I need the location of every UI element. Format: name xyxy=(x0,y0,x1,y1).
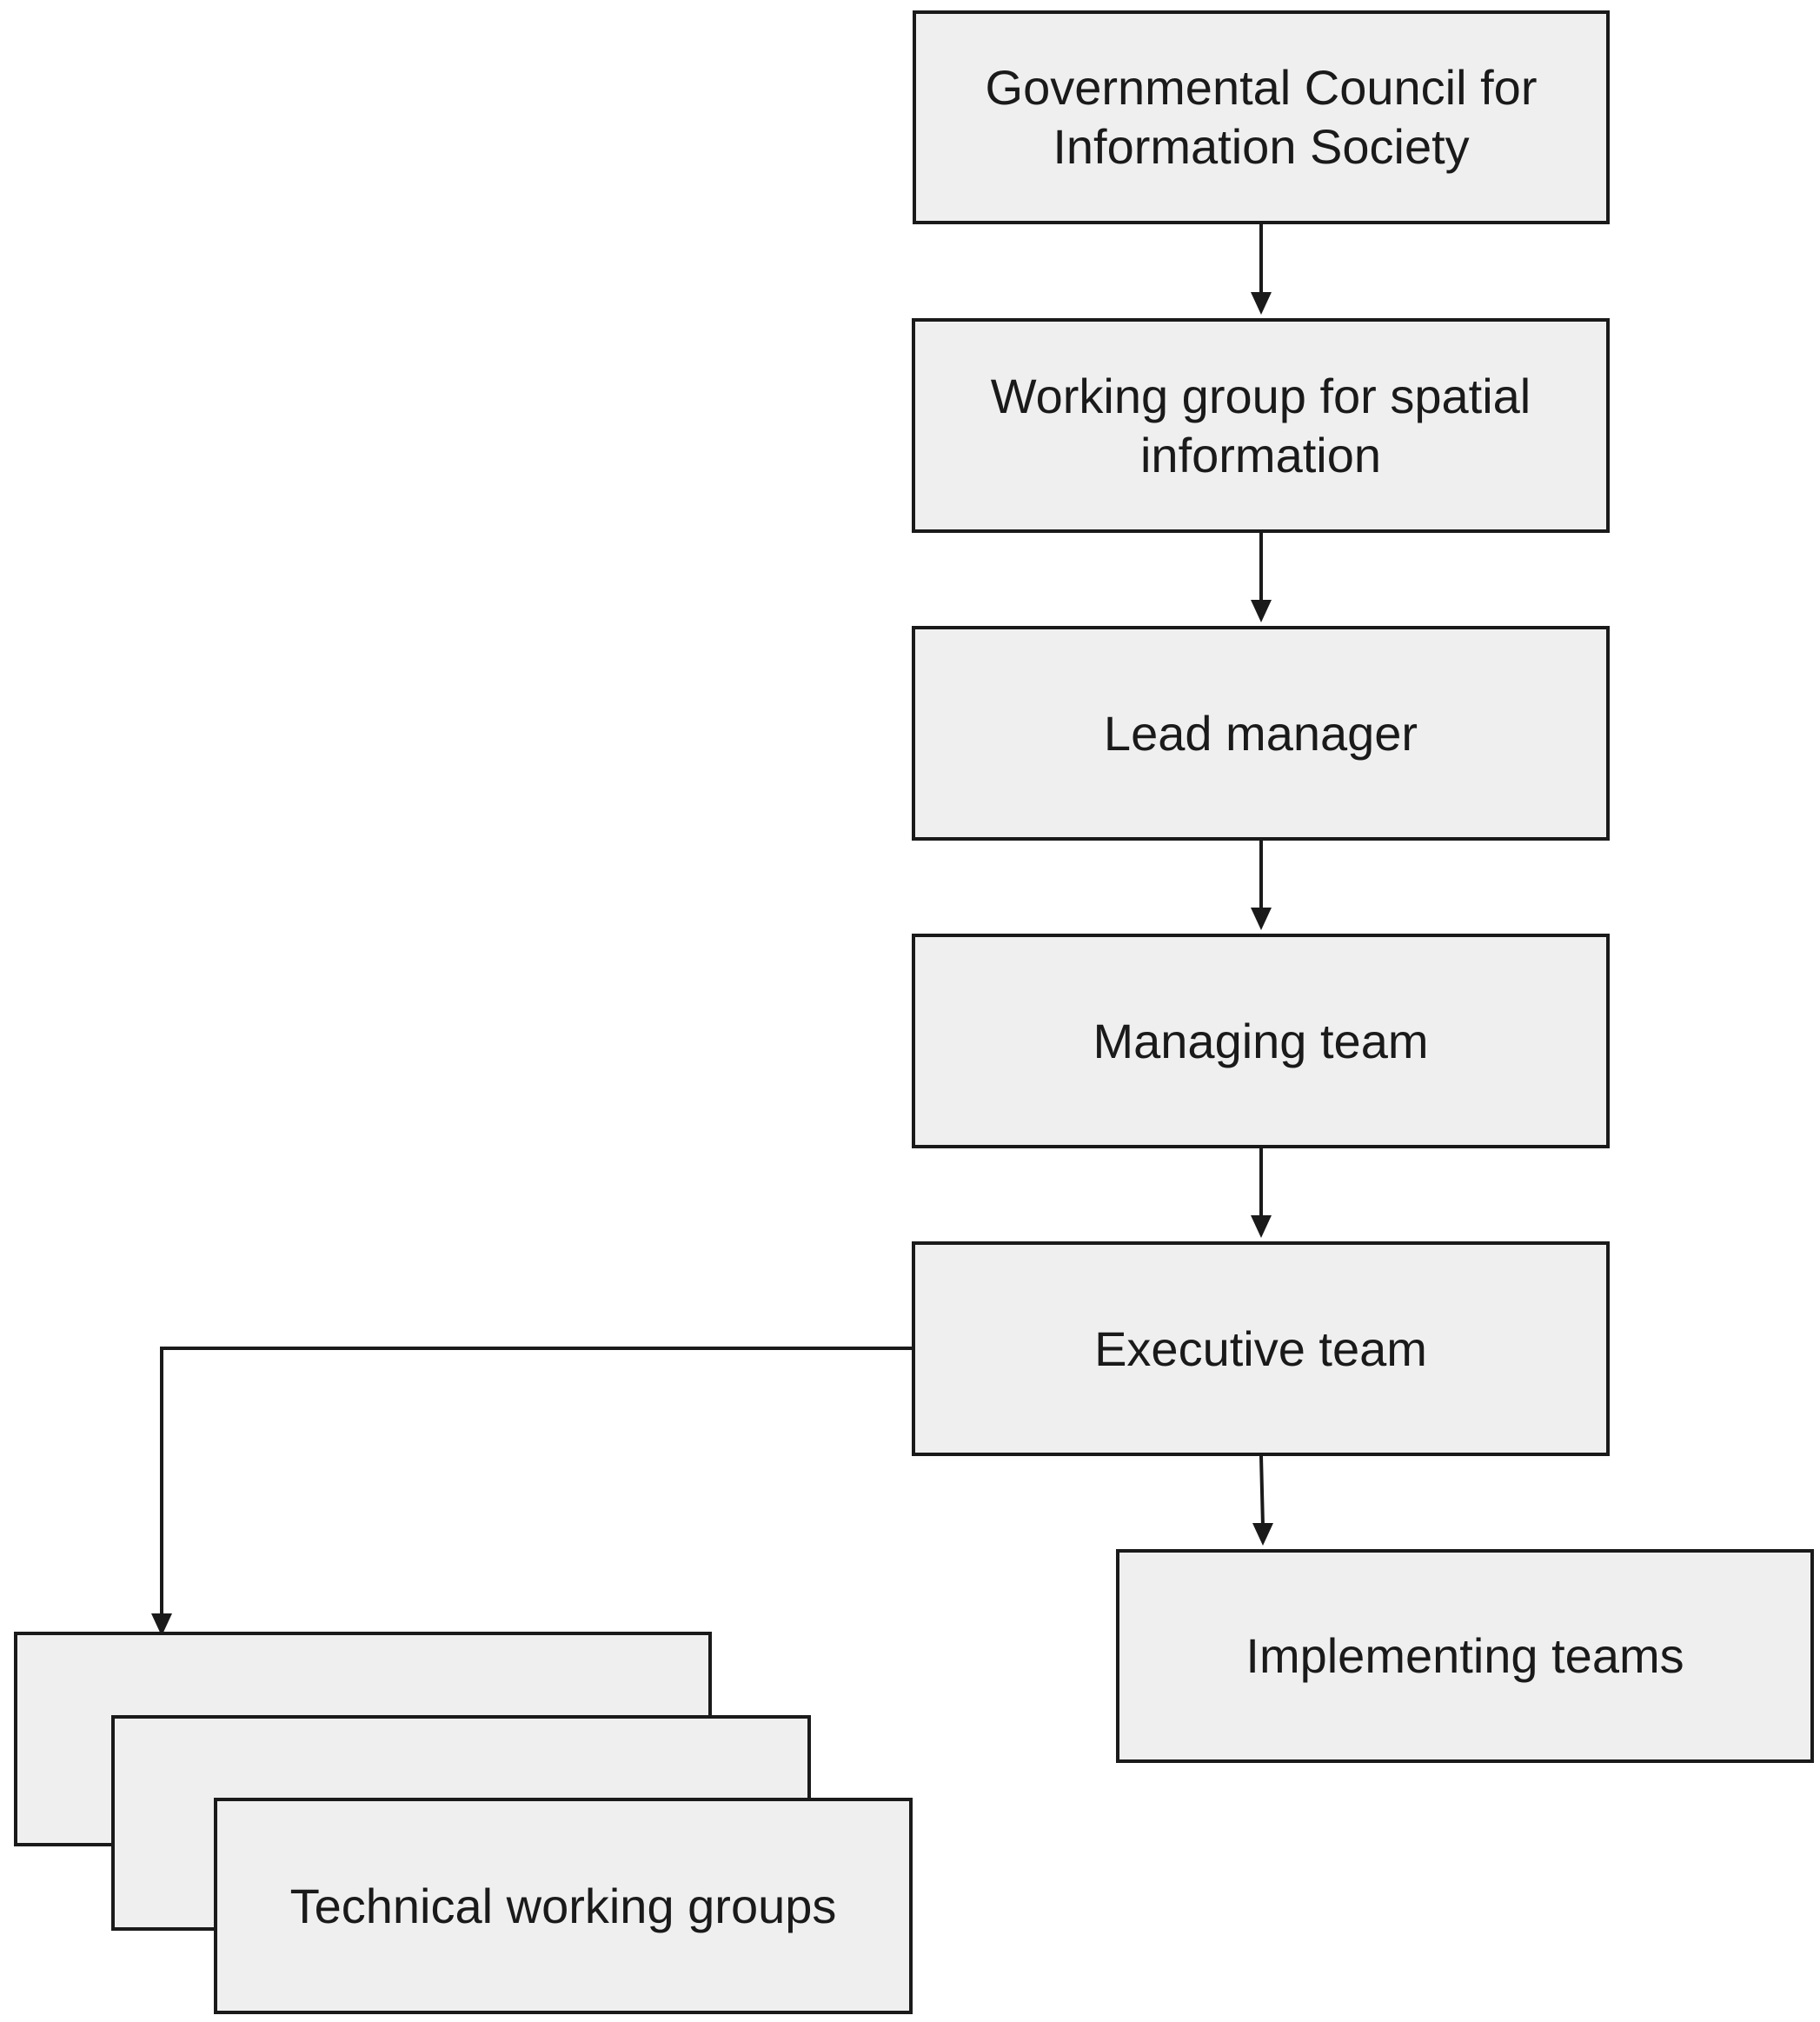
arrowhead-technical xyxy=(151,1613,172,1636)
node-technical-groups: Technical working groups xyxy=(214,1798,913,2014)
node-executive-team: Executive team xyxy=(912,1241,1610,1456)
node-implementing-teams-label: Implementing teams xyxy=(1245,1628,1684,1683)
node-working-group: Working group for spatial information xyxy=(912,318,1610,533)
node-executive-team-label: Executive team xyxy=(1094,1320,1427,1376)
node-implementing-teams: Implementing teams xyxy=(1116,1549,1814,1763)
node-technical-groups-label: Technical working groups xyxy=(289,1878,837,1933)
node-council-label: Governmental Council for Information Soc… xyxy=(985,60,1538,174)
node-lead-manager-label: Lead manager xyxy=(1103,705,1418,761)
arrowhead-working-group xyxy=(1251,292,1272,315)
node-council: Governmental Council for Information Soc… xyxy=(913,10,1610,224)
arrowhead-lead-manager xyxy=(1251,600,1272,622)
node-working-group-label: Working group for spatial information xyxy=(990,368,1531,482)
edge-executive-technical xyxy=(160,1347,912,1617)
node-managing-team: Managing team xyxy=(912,934,1610,1148)
edge-executive-implementing xyxy=(1259,1455,1265,1527)
node-lead-manager: Lead manager xyxy=(912,626,1610,841)
arrowhead-managing-team xyxy=(1251,908,1272,930)
node-managing-team-label: Managing team xyxy=(1093,1013,1429,1068)
arrowhead-executive-team xyxy=(1251,1215,1272,1238)
arrowhead-implementing xyxy=(1252,1523,1273,1546)
